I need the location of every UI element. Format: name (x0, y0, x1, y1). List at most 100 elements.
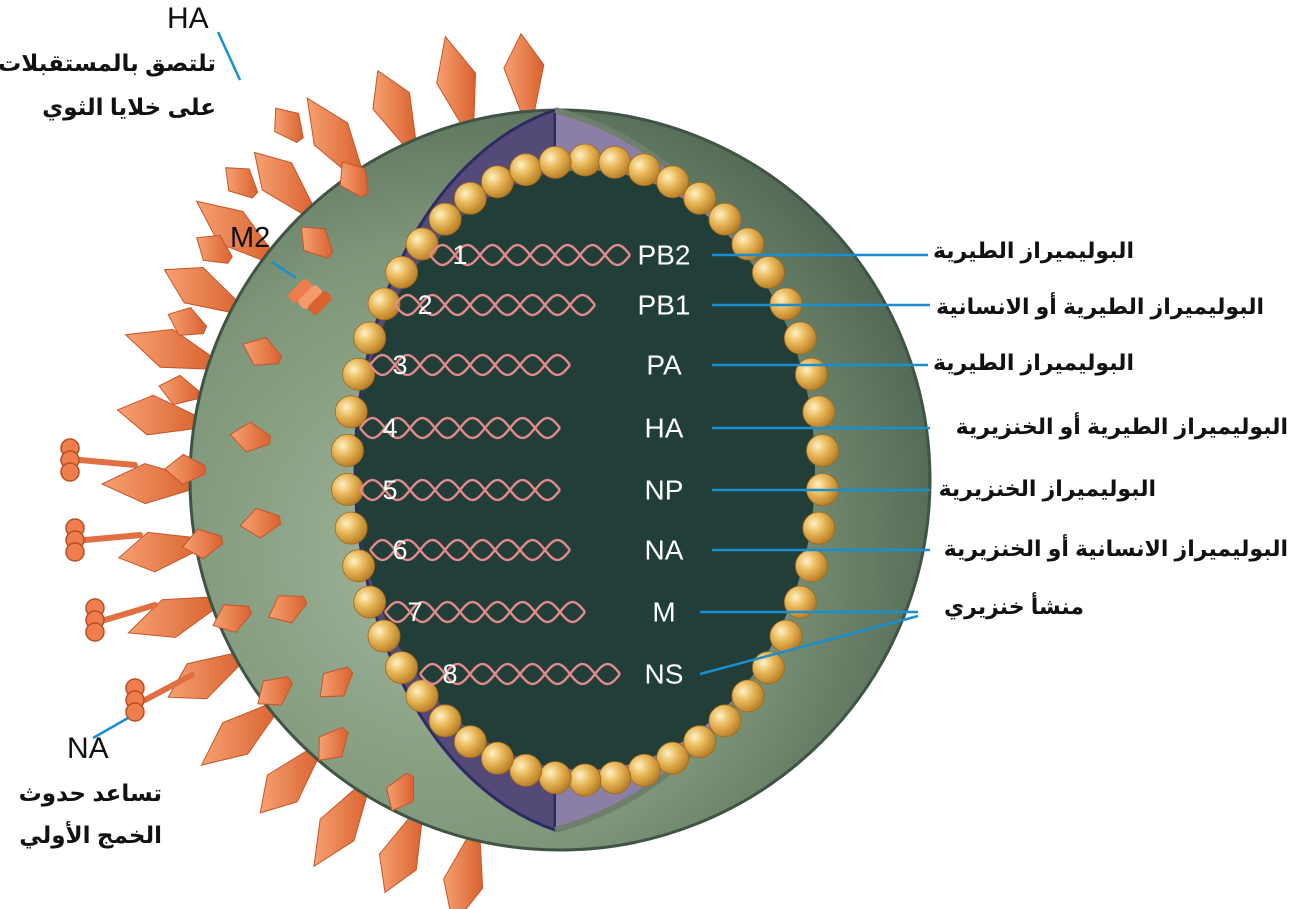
ha-leader (216, 31, 242, 81)
matrix-bead (783, 585, 817, 619)
matrix-bead (453, 181, 487, 215)
matrix-bead (480, 741, 514, 775)
matrix-bead (367, 287, 401, 321)
na-head (125, 702, 145, 722)
origin-label-m-ns: منشأ خنزيري (944, 594, 1084, 619)
origin-label-pb1: البوليميراز الطيرية أو الانسانية (936, 294, 1264, 319)
matrix-bead (683, 725, 717, 759)
segment-name-ns: NS (645, 658, 684, 689)
matrix-bead (656, 165, 689, 199)
matrix-bead (331, 434, 364, 467)
segment-number-2: 2 (417, 290, 432, 320)
matrix-bead (806, 434, 839, 467)
na-stalk (82, 532, 143, 543)
na-description-line-2: الخمج الأولي (19, 822, 162, 848)
viral-core (355, 170, 815, 770)
rna-strand (429, 243, 631, 267)
matrix-bead (405, 227, 439, 261)
ha-spike (253, 151, 317, 218)
ha-spike (225, 167, 259, 199)
segment-name-np: NP (645, 474, 684, 505)
na-stalk (142, 672, 195, 703)
ha-spike (378, 812, 423, 894)
na-head (85, 622, 105, 642)
matrix-bead (331, 473, 364, 506)
ha-spike (196, 234, 233, 264)
matrix-bead (334, 511, 368, 545)
ha-spike (181, 528, 224, 560)
segment-name-pa: PA (646, 349, 682, 380)
matrix-bead (627, 153, 661, 187)
matrix-bead (568, 763, 602, 797)
ha-spike (300, 226, 334, 259)
ha-spike (167, 307, 208, 336)
rna-strand (359, 478, 561, 502)
leader-lines (92, 31, 930, 740)
matrix-bead (568, 143, 602, 177)
rna-strand (394, 293, 596, 317)
ha-spike (127, 596, 220, 638)
matrix-bead (342, 357, 376, 391)
matrix-bead (353, 321, 387, 355)
matrix-bead (656, 741, 689, 775)
matrix-bead (598, 761, 632, 794)
na-spikes (60, 438, 195, 722)
matrix-bead (795, 357, 828, 391)
matrix-bead (342, 549, 376, 583)
rna-strand (369, 538, 571, 562)
rna-strand (419, 662, 621, 686)
ha-spike (274, 107, 304, 143)
matrix-bead (538, 145, 572, 179)
ha-spike (229, 421, 272, 453)
ha-label: HA (167, 2, 209, 35)
rna-segment-4: 4 HA (359, 412, 684, 443)
cutaway-section (353, 107, 815, 833)
na-head (60, 462, 80, 482)
na-label: NA (67, 732, 109, 765)
na-leader (92, 716, 129, 740)
matrix-bead (509, 753, 543, 787)
ha-spike (167, 651, 245, 700)
origin-label-na: البوليميراز الانسانية أو الخنزيرية (943, 536, 1288, 561)
origin-label-pa: البوليميراز الطيرية (932, 350, 1134, 375)
ha-spike (124, 328, 217, 370)
matrix-bead (428, 202, 462, 236)
matrix-bead (752, 255, 785, 289)
ha-spike (386, 772, 415, 812)
matrix-protein-layer (331, 143, 839, 797)
ha-spike (436, 35, 477, 130)
ha-description-line-2: على خلايا الثوي (42, 94, 216, 120)
matrix-bead (802, 395, 836, 429)
ha-spike (259, 746, 321, 814)
segment-number-6: 6 (392, 535, 407, 565)
segment-number-3: 3 (392, 350, 407, 380)
segment-number-4: 4 (382, 413, 397, 443)
segment-number-5: 5 (382, 475, 397, 505)
matrix-bead (598, 145, 632, 179)
rna-segment-1: 1 PB2 (429, 239, 691, 270)
rna-strand (369, 353, 571, 377)
rna-segment-3: 3 PA (369, 349, 682, 380)
matrix-bead (334, 395, 368, 429)
ha-description-line-1: تلتصق بالمستقبلات (0, 50, 216, 76)
ha-spike (268, 595, 308, 624)
rna-strand (359, 416, 561, 440)
matrix-bead (405, 679, 439, 713)
m2-label: M2 (230, 222, 271, 254)
segment-name-ha: HA (645, 412, 684, 443)
matrix-bead (367, 619, 401, 653)
ha-spike (443, 832, 484, 909)
matrix-bead (627, 753, 661, 787)
matrix-bead (480, 165, 514, 199)
segment-number-1: 1 (452, 240, 467, 270)
ha-spike (313, 783, 370, 868)
rna-segment-2: 2 PB1 (394, 289, 691, 320)
na-description-line-1: تساعد حدوث (18, 780, 162, 806)
ha-spike (372, 69, 418, 151)
segment-name-pb1: PB1 (638, 289, 691, 320)
segment-name-pb2: PB2 (638, 239, 691, 270)
na-stalk (77, 457, 138, 468)
ha-spike (212, 604, 253, 633)
